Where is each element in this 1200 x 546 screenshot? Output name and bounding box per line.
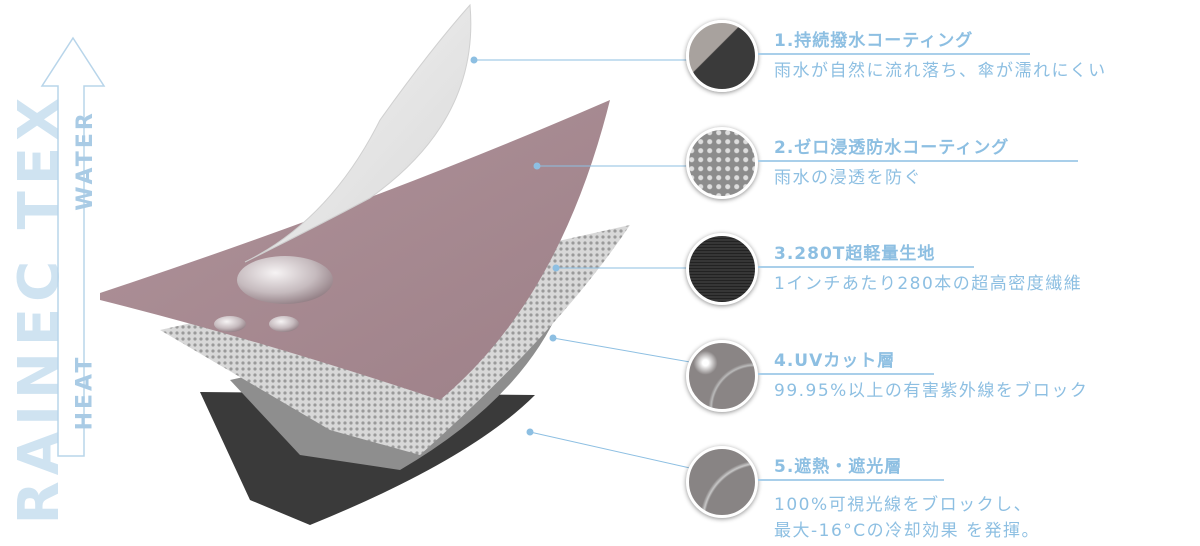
mesh-icon: [686, 233, 758, 305]
feature-title: 2.ゼロ浸透防水コーティング: [774, 138, 1010, 158]
up-arrow-icon: [40, 36, 106, 457]
feature-desc-block: 100%可視光線をブロックし、 最大-16°Cの冷却効果 を発揮。: [774, 492, 1040, 544]
feature-desc: 1インチあたり280本の超高密度繊維: [774, 274, 1083, 294]
feature-desc: 雨水が自然に流れ落ち、傘が濡れにくい: [774, 61, 1107, 81]
dark-fabric-icon: [686, 20, 758, 92]
feature-title: 1.持続撥水コーティング: [774, 31, 974, 51]
water-droplets-icon: [686, 127, 758, 199]
layer-waterproof: [100, 100, 610, 400]
divider: [758, 160, 1078, 162]
feature-desc: 99.95%以上の有害紫外線をブロック: [774, 381, 1089, 401]
fabric-layers-diagram: [100, 3, 690, 525]
heat-shield-icon: [686, 446, 758, 518]
divider: [758, 53, 1030, 55]
feature-title: 4.UVカット層: [774, 351, 896, 371]
divider: [758, 479, 944, 481]
layer-water-repellent: [244, 3, 472, 263]
feature-desc: 100%可視光線をブロックし、: [774, 495, 1033, 515]
feature-title: 5.遮熱・遮光層: [774, 457, 903, 477]
divider: [758, 266, 974, 268]
feature-desc-line2: 最大-16°Cの冷却効果 を発揮。: [774, 521, 1041, 541]
feature-desc: 雨水の浸透を防ぐ: [774, 168, 922, 188]
divider: [758, 373, 934, 375]
feature-title: 3.280T超軽量生地: [774, 244, 936, 264]
uv-shield-icon: [686, 340, 758, 412]
